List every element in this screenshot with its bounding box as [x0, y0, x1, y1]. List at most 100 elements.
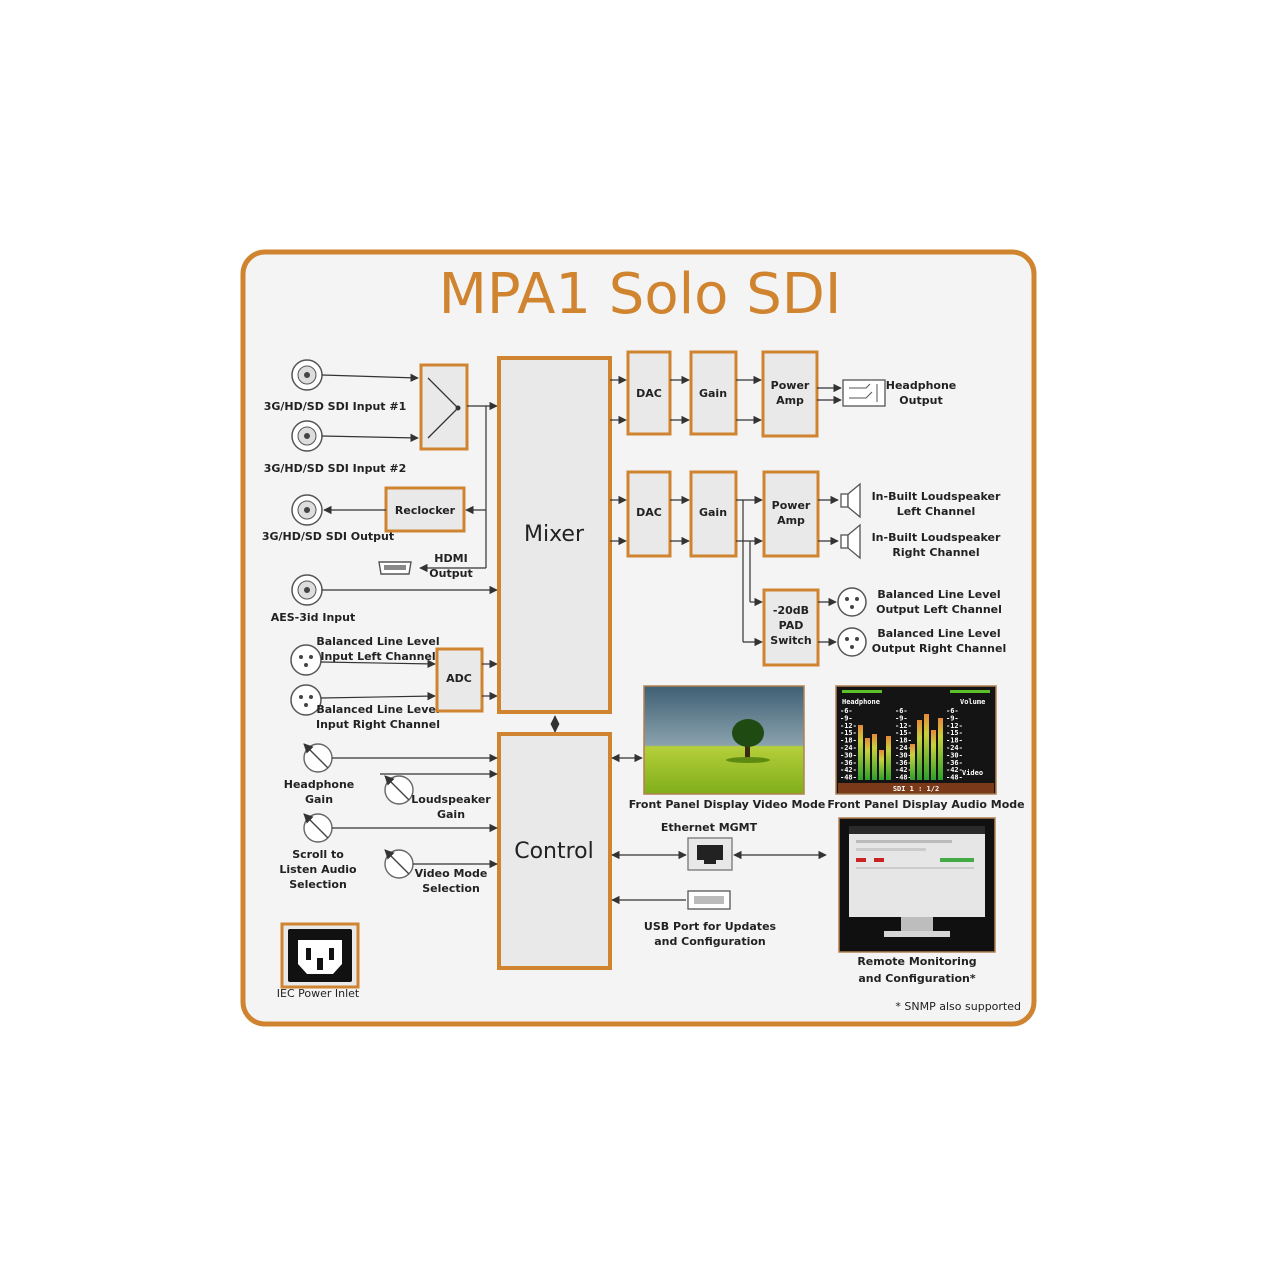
hdmi-port-icon: [378, 561, 412, 575]
control-label: Control: [514, 839, 594, 864]
meter-scale-tick: -42-: [946, 766, 963, 774]
meter-scale-tick: -18-: [946, 737, 963, 745]
meter-bar: [910, 744, 915, 780]
meter-scale-tick: -6-: [840, 707, 853, 715]
meter-scale-tick: -30-: [946, 751, 963, 759]
hdmi-output-label-1: HDMI: [434, 552, 467, 565]
pad-label-2: PAD: [779, 619, 804, 632]
meter-scale-tick: -12-: [895, 722, 912, 730]
usb-port-icon: [687, 890, 731, 910]
audio-status-text: SDI 1 : 1/2: [893, 785, 939, 793]
meter-scale-tick: -24-: [895, 744, 912, 752]
bal-out-left-label-2: Output Left Channel: [876, 603, 1002, 616]
audio-mode-screen: Headphone Volume -6--9--12--15--18--24--…: [835, 685, 997, 795]
meter-scale-tick: -15-: [840, 729, 857, 737]
meter-bars: [858, 714, 943, 780]
meter-scale-tick: -48-: [895, 774, 912, 782]
audio-video-text: Video: [962, 769, 983, 777]
meter-scale-tick: -15-: [895, 729, 912, 737]
power-amp-label-3: Power: [772, 499, 811, 512]
meter-scale-tick: -30-: [840, 751, 857, 759]
speaker-icon: [840, 482, 861, 519]
sdi-input-2-label: 3G/HD/SD SDI Input #2: [264, 462, 407, 475]
sdi-output-label: 3G/HD/SD SDI Output: [262, 530, 394, 543]
meter-scale-tick: -30-: [895, 751, 912, 759]
remote-label-2: and Configuration*: [858, 972, 976, 985]
headphone-gain-label-1: Headphone: [284, 778, 355, 791]
bal-in-right-label-2: Input Right Channel: [316, 718, 440, 731]
video-mode-label-1: Video Mode: [415, 867, 488, 880]
mixer-label: Mixer: [524, 522, 585, 547]
ethernet-label: Ethernet MGMT: [661, 821, 758, 834]
fp-audio-label: Front Panel Display Audio Mode: [827, 798, 1024, 811]
bal-in-right-label-1: Balanced Line Level: [316, 703, 439, 716]
loudspeaker-gain-label-1: Loudspeaker: [411, 793, 491, 806]
meter-scale-tick: -6-: [946, 707, 959, 715]
bnc-connector-icon: [291, 420, 323, 452]
gain-block-speaker: [689, 470, 738, 558]
adc-label: ADC: [446, 672, 472, 685]
headphone-gain-label-2: Gain: [305, 793, 333, 806]
speaker-right-label-1: In-Built Loudspeaker: [872, 531, 1001, 544]
meter-bar: [924, 714, 929, 780]
dac-label: DAC: [636, 387, 662, 400]
meter-scale-left: -6--9--12--15--18--24--30--36--42--48-: [840, 707, 857, 782]
dac-block-headphone: [626, 350, 672, 436]
bal-in-left-label-1: Balanced Line Level: [316, 635, 439, 648]
usb-label-1: USB Port for Updates: [644, 920, 777, 933]
knob-icon: [303, 743, 333, 773]
bnc-connector-icon: [291, 359, 323, 391]
scroll-listen-label-1: Scroll to: [292, 848, 344, 861]
scroll-listen-label-2: Listen Audio: [279, 863, 357, 876]
xlr-connector-icon: [837, 627, 867, 657]
hdmi-output-label-2: Output: [429, 567, 472, 580]
power-amp-block-headphone: [761, 350, 819, 438]
meter-scale-tick: -9-: [946, 714, 959, 722]
headphone-output-label-1: Headphone: [886, 379, 957, 392]
bnc-connector-icon: [291, 494, 323, 526]
audio-headphone-text: Headphone: [842, 698, 880, 706]
fp-video-label: Front Panel Display Video Mode: [629, 798, 826, 811]
meter-scale-tick: -24-: [840, 744, 857, 752]
meter-bar: [858, 725, 863, 780]
ethernet-port-icon: [687, 837, 733, 871]
meter-scale-tick: -36-: [840, 759, 857, 767]
gain-label-2: Gain: [699, 506, 727, 519]
headphone-output-label-2: Output: [899, 394, 942, 407]
meter-scale-tick: -24-: [946, 744, 963, 752]
bal-out-right-label-2: Output Right Channel: [872, 642, 1007, 655]
meter-bar: [917, 720, 922, 780]
meter-scale-mid: -6--9--12--15--18--24--30--36--42--48-: [895, 707, 912, 782]
control-block: [497, 732, 612, 970]
meter-bar: [938, 718, 943, 780]
meter-bar: [865, 738, 870, 780]
video-mode-label-2: Selection: [422, 882, 480, 895]
bnc-connector-icon: [291, 574, 323, 606]
aes-input-label: AES-3id Input: [271, 611, 356, 624]
meter-bar: [886, 736, 891, 780]
pad-label-3: Switch: [770, 634, 811, 647]
power-amp-block-speaker: [762, 470, 820, 558]
knob-icon: [303, 813, 333, 843]
video-mode-screen: [643, 685, 805, 795]
sdi-input-1-label: 3G/HD/SD SDI Input #1: [264, 400, 407, 413]
meter-bar: [879, 750, 884, 780]
bal-out-left-label-1: Balanced Line Level: [877, 588, 1000, 601]
audio-volume-text: Volume: [960, 698, 985, 706]
meter-scale-tick: -12-: [840, 722, 857, 730]
power-amp-label-1: Power: [771, 379, 810, 392]
bal-out-right-label-1: Balanced Line Level: [877, 627, 1000, 640]
power-amp-label-2: Amp: [776, 394, 804, 407]
power-inlet-icon: [288, 929, 352, 982]
meter-scale-tick: -12-: [946, 722, 963, 730]
xlr-connector-icon: [837, 587, 867, 617]
mixer-block: [497, 356, 612, 714]
meter-scale-tick: -6-: [895, 707, 908, 715]
bal-in-left-label-2: Input Left Channel: [320, 650, 435, 663]
meter-scale-tick: -48-: [946, 774, 963, 782]
meter-scale-tick: -36-: [895, 759, 912, 767]
iec-power-label: IEC Power Inlet: [277, 987, 360, 1000]
power-amp-label-4: Amp: [777, 514, 805, 527]
meter-scale-tick: -18-: [840, 737, 857, 745]
